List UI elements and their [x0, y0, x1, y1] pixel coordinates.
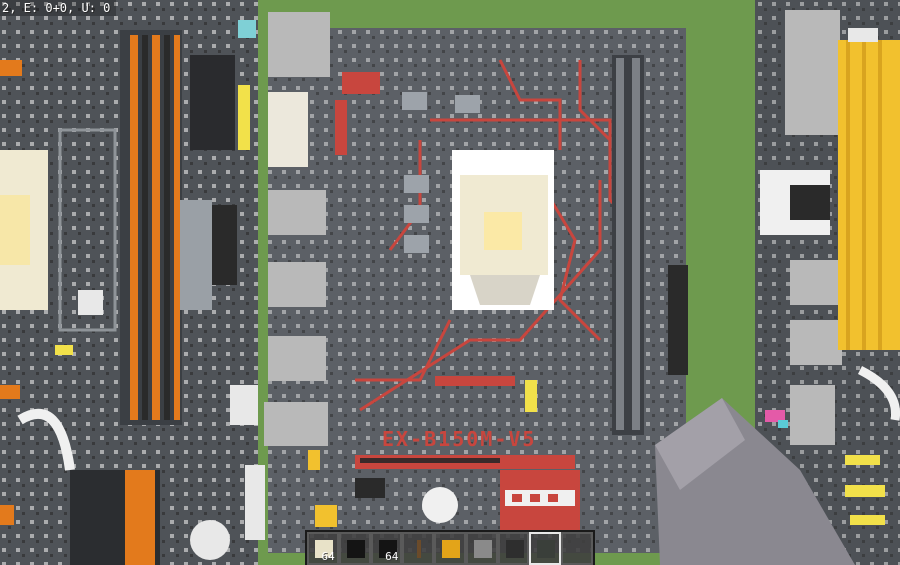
stick-icon — [417, 540, 422, 558]
ram-slot-orange-2 — [152, 35, 160, 420]
io-port-block-1 — [268, 12, 330, 77]
black-concrete-icon — [346, 540, 365, 558]
ram-slot-orange-1 — [130, 35, 138, 420]
coal-block-icon — [505, 540, 524, 558]
hotbar-slot-7[interactable] — [497, 532, 530, 565]
hotbar-slot-2[interactable] — [338, 532, 371, 565]
paper-block-icon — [315, 540, 333, 558]
gold-block-icon — [442, 540, 461, 558]
stone-block-icon — [473, 540, 492, 558]
foreground-block — [655, 398, 855, 565]
left-motherboard — [0, 0, 265, 565]
hotbar-slot-8[interactable] — [529, 532, 562, 565]
right-motherboard — [755, 0, 900, 565]
cpu-core — [484, 212, 522, 250]
hotbar-slot-9[interactable] — [561, 532, 594, 565]
stack-count: 64 — [321, 550, 335, 563]
hotbar[interactable]: 64 64 — [305, 530, 595, 565]
board-model-label: EX-B150M-V5 — [382, 427, 536, 451]
stack-count: 64 — [385, 550, 399, 563]
hotbar-slot-3[interactable]: 64 — [370, 532, 403, 565]
hotbar-slot-6[interactable] — [465, 532, 498, 565]
hotbar-slot-1[interactable]: 64 — [307, 532, 339, 565]
glass-pane-icon — [537, 540, 556, 558]
empty-slot-icon — [569, 540, 587, 558]
hotbar-slot-4[interactable] — [402, 532, 435, 565]
hotbar-slot-5[interactable] — [434, 532, 466, 565]
center-motherboard — [264, 12, 688, 553]
debug-overlay-text: 2, E: 0+0, U: 0 — [0, 0, 117, 16]
black-concrete-icon — [378, 540, 397, 558]
